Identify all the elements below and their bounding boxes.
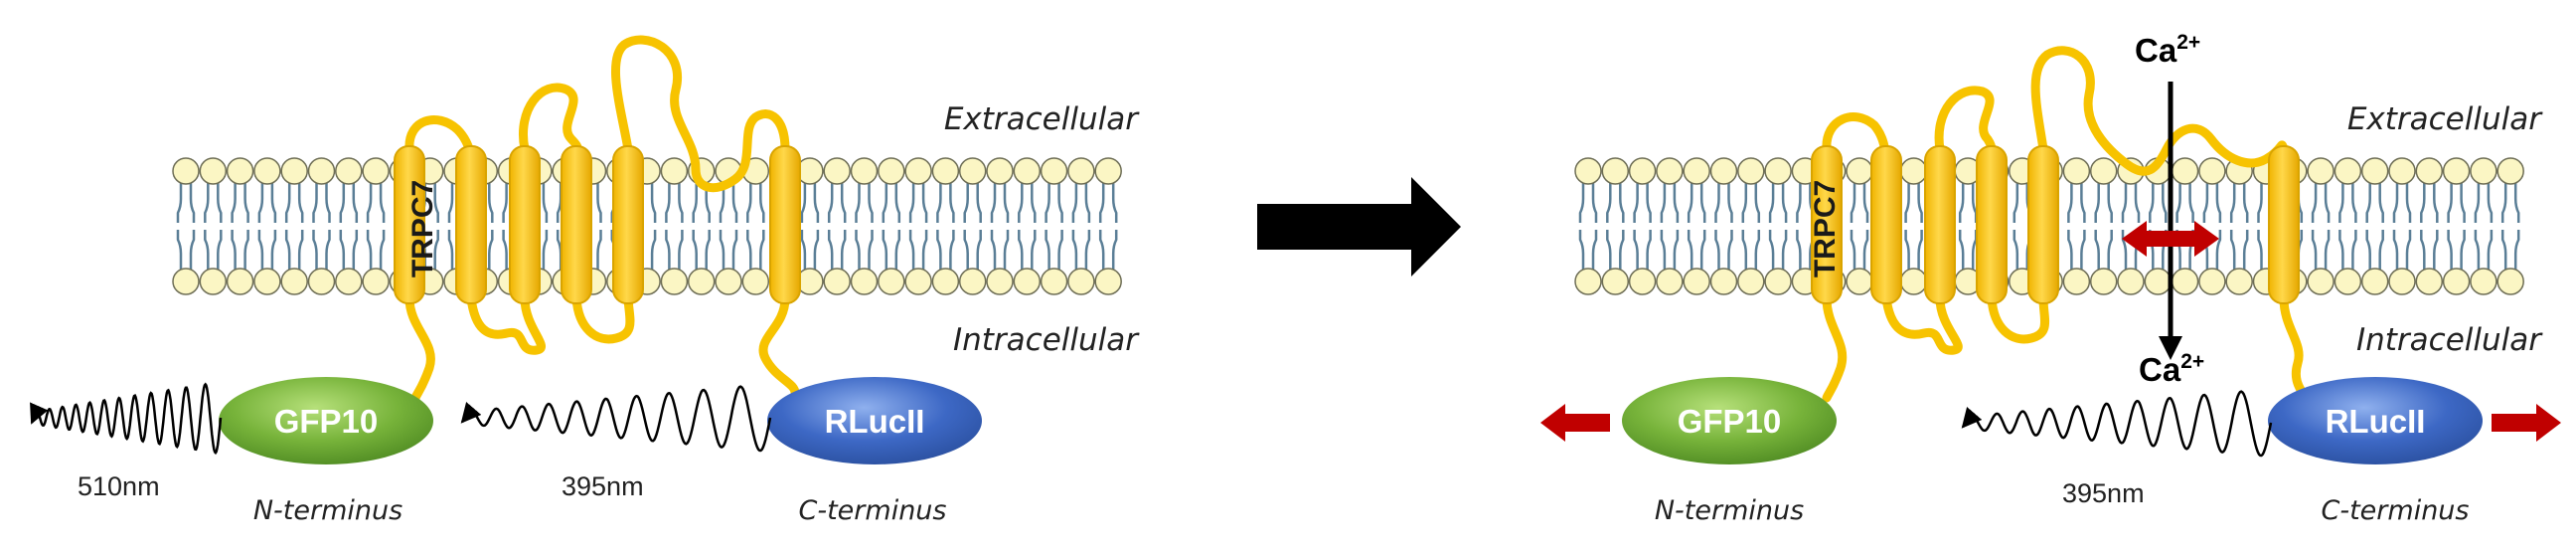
lipid <box>362 157 390 295</box>
extracellular-label-left: Extracellular <box>944 101 1140 137</box>
lipid <box>2470 157 2497 295</box>
lipid <box>172 157 200 295</box>
transition-arrow <box>1257 177 1461 277</box>
lipid <box>1628 157 1657 295</box>
emission-wave-395-left <box>460 385 772 453</box>
lipid <box>2388 157 2416 295</box>
lipid <box>1067 157 1095 295</box>
lipid <box>796 157 824 295</box>
lipid <box>2415 157 2444 295</box>
gfp10-label-left: GFP10 <box>274 403 379 440</box>
c-terminus-label-left: C-terminus <box>799 495 947 526</box>
calcium-influx-arrowhead <box>2159 336 2182 360</box>
lipid <box>878 157 905 295</box>
calcium-label-top: Ca2+ <box>2135 31 2200 69</box>
lipid <box>850 157 879 295</box>
helix-3 <box>1924 145 1956 304</box>
lipid <box>715 157 742 295</box>
c-terminus-label-right: C-terminus <box>2322 495 2470 526</box>
lipid <box>2334 157 2362 295</box>
channel-label-right: TRPC7 <box>1809 180 1842 277</box>
helix-3 <box>509 145 541 304</box>
gfp10-displacement-arrow <box>1540 404 1610 442</box>
channel-loops-right <box>1822 46 2311 403</box>
lipid <box>1709 157 1738 295</box>
lipid <box>904 157 932 295</box>
lipid <box>958 157 987 295</box>
gfp10-protein-right <box>1622 377 1837 464</box>
lipid <box>335 157 363 295</box>
lipid <box>1764 157 1792 295</box>
helix-1 <box>1811 145 1843 304</box>
rlucii-protein-right <box>2268 377 2483 464</box>
lipid <box>2171 157 2199 295</box>
lipid <box>2198 157 2226 295</box>
lipid <box>1574 157 1602 295</box>
helix-2 <box>1870 145 1902 304</box>
lipid <box>741 157 770 295</box>
emission-395-label-right: 395nm <box>2062 478 2145 508</box>
intracellular-label-right: Intracellular <box>2356 322 2543 358</box>
channel-label-left: TRPC7 <box>406 180 439 277</box>
lipid <box>2144 157 2173 295</box>
helix-6 <box>2268 145 2300 304</box>
helix-6 <box>769 145 801 304</box>
lipid <box>1094 157 1122 295</box>
lipid <box>280 157 308 295</box>
lipid <box>1737 157 1765 295</box>
lipid <box>2062 157 2091 295</box>
gfp10-protein-left <box>219 377 433 464</box>
right-panel: TRPC7 Ca2+ Ca2+ GFP10 RLucII 395nm Extra… <box>1540 31 2561 526</box>
gfp10-label-right: GFP10 <box>1678 403 1782 440</box>
lipid <box>2225 157 2253 295</box>
membrane-left <box>172 157 1122 295</box>
transmembrane-helices-left <box>394 145 801 304</box>
rlucii-protein-left <box>767 377 982 464</box>
n-terminus-label-right: N-terminus <box>1655 495 1804 526</box>
helix-4 <box>561 145 592 304</box>
lipid <box>253 157 281 295</box>
calcium-label-bottom: Ca2+ <box>2139 350 2204 388</box>
lipid <box>986 157 1014 295</box>
n-terminus-label-left: N-terminus <box>253 495 402 526</box>
rlucii-label-right: RLucII <box>2326 403 2426 440</box>
lipid <box>823 157 851 295</box>
lipid <box>2496 157 2524 295</box>
emission-wave-510-left <box>30 382 223 456</box>
conformational-change-double-arrow <box>2122 221 2219 257</box>
lipid <box>660 157 689 295</box>
lipid <box>1601 157 1630 295</box>
lipid <box>1899 157 1928 295</box>
helix-4 <box>1976 145 2008 304</box>
left-panel: TRPC7 GFP10 RLucII 510nm 395nm Extracell… <box>30 35 1140 526</box>
lipid <box>1846 157 1873 295</box>
rlucii-displacement-arrow <box>2492 404 2561 442</box>
channel-loops-left <box>404 35 800 403</box>
emission-wave-395-right <box>1961 390 2273 458</box>
intracellular-label-left: Intracellular <box>953 322 1140 358</box>
emission-510-label: 510nm <box>78 471 160 501</box>
transmembrane-helices-right <box>1811 145 2300 304</box>
lipid <box>1040 157 1068 295</box>
extracellular-label-right: Extracellular <box>2347 101 2543 137</box>
lipid <box>2089 157 2118 295</box>
helix-1 <box>394 145 425 304</box>
helix-5 <box>612 145 644 304</box>
rlucii-label-left: RLucII <box>825 403 925 440</box>
lipid <box>199 157 228 295</box>
lipid <box>2360 157 2389 295</box>
helix-2 <box>455 145 487 304</box>
emission-395-label-left: 395nm <box>562 471 644 501</box>
lipid <box>1683 157 1710 295</box>
lipid <box>931 157 960 295</box>
helix-5 <box>2027 145 2059 304</box>
lipid <box>2442 157 2471 295</box>
lipid <box>2307 157 2334 295</box>
lipid <box>226 157 254 295</box>
lipid <box>1013 157 1042 295</box>
lipid <box>307 157 336 295</box>
lipid <box>1656 157 1684 295</box>
